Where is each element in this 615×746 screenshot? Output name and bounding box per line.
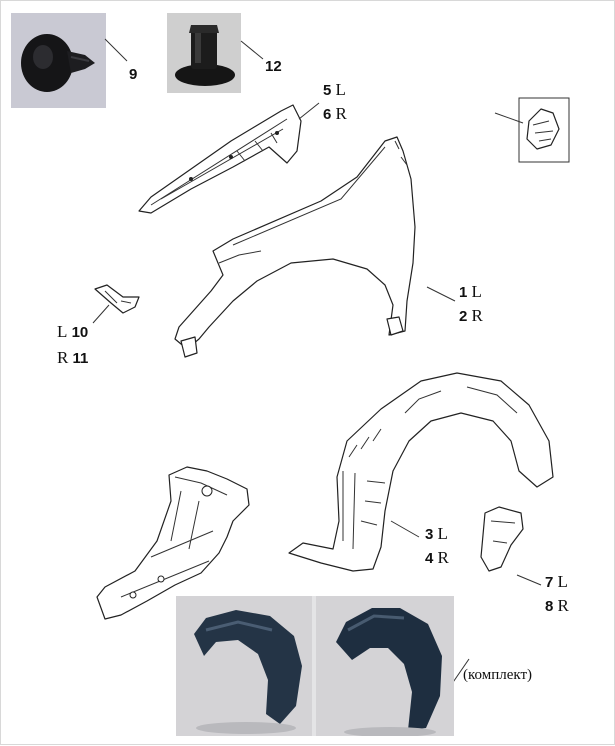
part-number-1: 1 L xyxy=(459,282,482,301)
part-number-5: 5 L xyxy=(323,80,346,99)
part-number-7: 7 L xyxy=(545,572,568,591)
part-number-4: 4 R xyxy=(425,548,449,567)
fastener-photo xyxy=(167,13,241,93)
part-number-10: L 10 xyxy=(57,322,89,341)
part-number-6: 6 R xyxy=(323,104,347,123)
part-number-11: R 11 xyxy=(57,348,89,367)
kit-label: (комплект) xyxy=(463,667,533,683)
part-number-9: 9 xyxy=(129,66,138,83)
clip-photo xyxy=(11,13,106,108)
part-number-12: 12 xyxy=(265,58,282,75)
liner-kit-photo xyxy=(176,596,454,737)
part-number-3: 3 L xyxy=(425,524,448,543)
part-number-2: 2 R xyxy=(459,306,483,325)
part-number-8: 8 R xyxy=(545,596,569,615)
